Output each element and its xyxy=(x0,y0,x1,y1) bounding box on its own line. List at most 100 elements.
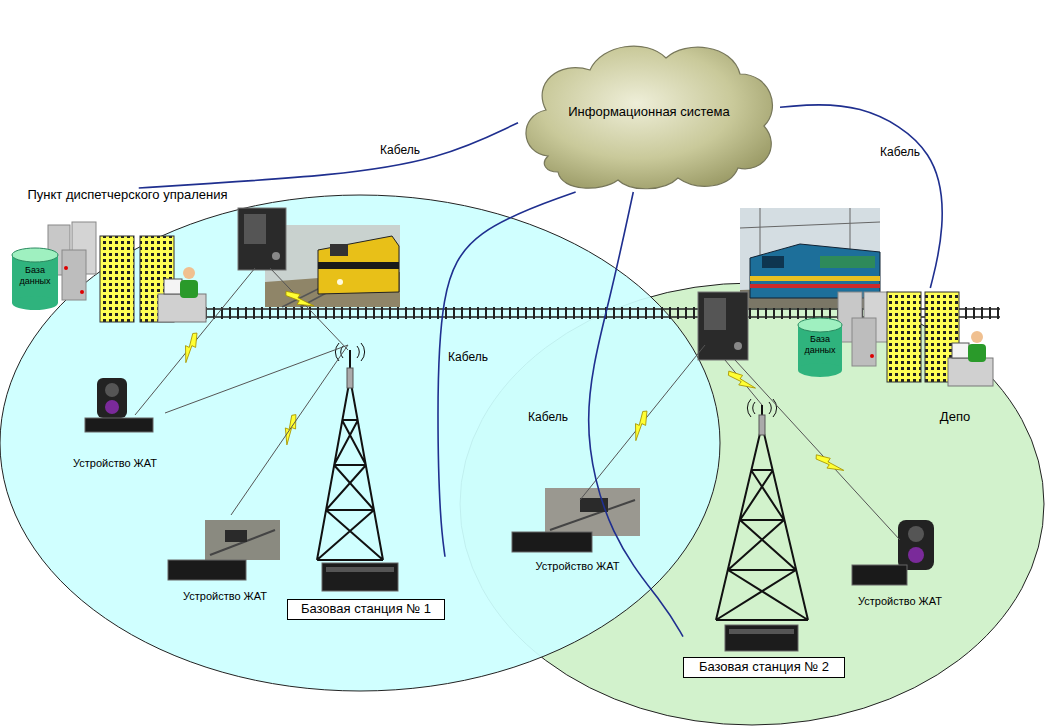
operator-head xyxy=(971,331,983,343)
depot: Депо xyxy=(890,288,1020,425)
node-label: Базовая станция № 2 xyxy=(683,657,845,678)
base-station: Базовая станция № 1 xyxy=(287,345,445,620)
headlight xyxy=(337,279,343,285)
server-led xyxy=(80,290,84,294)
traffic-light xyxy=(898,520,934,570)
radio-link xyxy=(165,345,348,413)
operator-head xyxy=(183,267,195,279)
photo-rail xyxy=(210,530,275,555)
node-label: Устройство ЖАТ xyxy=(73,457,157,470)
rack-panel xyxy=(326,567,394,572)
desk xyxy=(158,294,206,322)
radio-bolt xyxy=(814,448,844,479)
carriage xyxy=(820,256,875,268)
radio-bolt xyxy=(176,331,205,362)
device-box xyxy=(512,532,592,552)
database-top xyxy=(12,248,58,262)
signal-lamp xyxy=(908,526,924,542)
device-photo xyxy=(545,488,640,536)
device-box xyxy=(85,418,153,432)
radio-panel xyxy=(704,298,726,330)
locomotive-stripe xyxy=(750,276,880,281)
building xyxy=(887,292,921,382)
trackside-unit xyxy=(225,530,247,542)
catenary-wire xyxy=(740,222,880,228)
radio-link xyxy=(725,360,762,405)
catenary-pole xyxy=(850,208,851,250)
device-box xyxy=(168,560,246,580)
node-label: Устройство ЖАТ xyxy=(858,595,942,608)
edge-label: Кабель xyxy=(380,143,420,157)
locomotive xyxy=(318,236,399,294)
cable-line xyxy=(780,105,942,288)
cable-line xyxy=(139,123,518,188)
operator xyxy=(180,280,198,298)
antenna xyxy=(347,368,353,388)
radio-waves xyxy=(747,399,776,417)
operator xyxy=(968,344,986,362)
node-label: Базовая станция № 1 xyxy=(287,599,445,620)
radio-knob xyxy=(734,342,742,350)
rack-panel xyxy=(729,629,794,634)
locomotive-window xyxy=(762,256,784,268)
radio-bolt xyxy=(284,284,314,315)
base-station-rack xyxy=(725,625,798,651)
cable-line xyxy=(438,192,576,557)
server xyxy=(852,318,876,366)
monitor xyxy=(164,279,182,294)
locomotive-stripe xyxy=(750,284,880,288)
onboard-radio xyxy=(238,208,286,270)
database-top xyxy=(798,318,842,332)
cloud-outline xyxy=(526,46,772,189)
signalling-device: Устройство ЖАТ xyxy=(510,485,645,573)
database: База данных xyxy=(795,315,845,380)
node-label: Депо xyxy=(940,410,970,425)
traffic-light xyxy=(97,378,127,418)
base-station-rack xyxy=(322,563,398,591)
database-body xyxy=(798,363,842,377)
radio-link xyxy=(580,345,705,500)
device-box xyxy=(852,565,907,585)
monitor xyxy=(952,343,969,358)
server-led xyxy=(64,266,68,270)
radio-bolt xyxy=(726,365,755,396)
node-label: Информационная система xyxy=(568,105,730,120)
device-photo xyxy=(205,520,280,560)
node-label: База данных xyxy=(800,334,840,355)
antenna xyxy=(759,415,765,435)
locomotive xyxy=(750,244,880,298)
coverage-zone xyxy=(0,195,720,691)
edge-label: Кабель xyxy=(528,410,568,424)
node-label: Устройство ЖАТ xyxy=(536,560,620,573)
locomotive-window xyxy=(330,244,348,256)
building xyxy=(100,236,134,322)
radio-waves xyxy=(335,343,364,361)
signalling-device: Устройство ЖАТ xyxy=(65,375,165,470)
locomotive-stripe xyxy=(318,262,399,269)
radio-link xyxy=(270,268,348,350)
signal-lamp xyxy=(105,400,119,414)
lattice-tower xyxy=(716,425,808,620)
radio-link xyxy=(231,345,348,515)
radio-link xyxy=(135,268,255,415)
onboard-radio xyxy=(698,292,748,360)
signalling-device: Устройство ЖАТ xyxy=(850,518,950,608)
desk xyxy=(948,358,993,386)
radio-link xyxy=(735,360,900,540)
radio-panel xyxy=(244,214,266,244)
edge-label: Кабель xyxy=(880,145,920,159)
edge-label: Кабель xyxy=(448,350,488,364)
node-label: Устройство ЖАТ xyxy=(183,590,267,603)
radio-bolt xyxy=(626,409,655,440)
server-led xyxy=(870,354,874,358)
radio-knob xyxy=(272,252,280,260)
signalling-device: Устройство ЖАТ xyxy=(165,515,285,603)
dispatch-center: Пункт диспетчерского упраления xyxy=(15,188,240,325)
node-label: Пункт диспетчерского упраления xyxy=(28,188,228,203)
signal-lamp xyxy=(105,383,119,397)
signal-lamp xyxy=(908,547,924,563)
database: База данных xyxy=(8,245,62,312)
lattice-tower xyxy=(317,378,383,560)
catenary-pole xyxy=(760,208,761,260)
database-body xyxy=(12,296,58,310)
